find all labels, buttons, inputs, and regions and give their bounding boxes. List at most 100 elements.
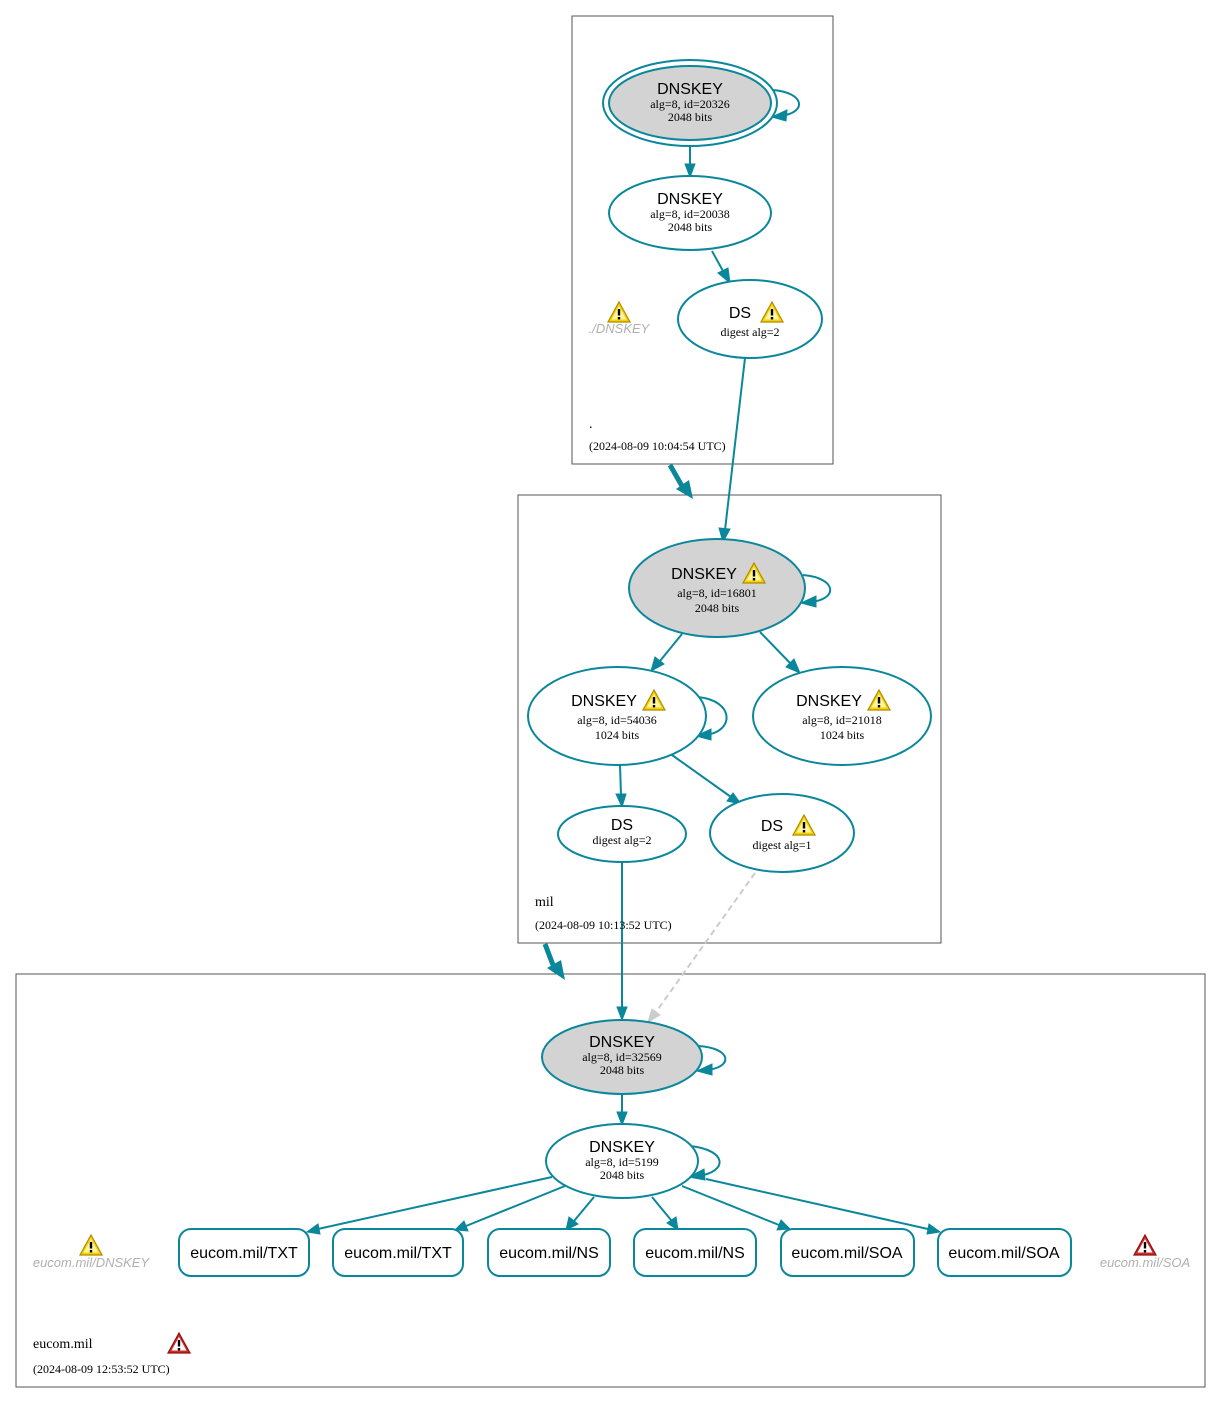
rrset-label: eucom.mil/TXT (344, 1245, 452, 1262)
node-title: DS (761, 818, 783, 835)
node-root-ksk[interactable]: DNSKEY alg=8, id=20326 2048 bits (602, 59, 778, 147)
rrset-eucom-soa-2[interactable]: eucom.mil/SOA (937, 1228, 1072, 1277)
node-line1: alg=8, id=32569 (582, 1050, 662, 1064)
arrowhead (926, 1223, 942, 1235)
rrset-eucom-soa-1[interactable]: eucom.mil/SOA (780, 1228, 915, 1277)
node-eucom-zsk[interactable]: DNSKEY alg=8, id=5199 2048 bits (545, 1123, 699, 1199)
node-line2: 2048 bits (600, 1168, 645, 1182)
node-mil-ds-alg1[interactable]: DS digest alg=1 (709, 793, 855, 873)
node-line1: alg=8, id=54036 (577, 713, 657, 727)
edge-eucom-zsk-self (689, 1145, 721, 1177)
arrowhead (799, 595, 817, 608)
rrset-shape (178, 1228, 310, 1277)
ghost-eucom-dnskey: eucom.mil/DNSKEY (33, 1255, 151, 1270)
node-mil-zsk-54036[interactable]: DNSKEY alg=8, id=54036 1024 bits (527, 666, 707, 766)
rrset-label: eucom.mil/NS (645, 1245, 745, 1262)
rrset-eucom-ns-2[interactable]: eucom.mil/NS (633, 1228, 757, 1277)
node-mil-zsk-21018[interactable]: DNSKEY alg=8, id=21018 1024 bits (752, 666, 932, 766)
arrowhead (650, 656, 665, 673)
edge-eucom-zsk-rr4 (651, 1196, 672, 1221)
edge-mil-zsk1-ds2 (619, 764, 622, 796)
node-shape (545, 1123, 699, 1199)
node-root-zsk[interactable]: DNSKEY alg=8, id=20038 2048 bits (608, 175, 772, 251)
node-line2: 2048 bits (600, 1063, 645, 1077)
rrset-eucom-ns-1[interactable]: eucom.mil/NS (487, 1228, 611, 1277)
node-line1: alg=8, id=21018 (802, 713, 882, 727)
arrowhead (717, 267, 731, 285)
node-shape (527, 666, 707, 766)
node-shape (709, 793, 855, 873)
node-line1: digest alg=2 (720, 325, 779, 339)
edge-mil-ds1-eucom-ksk (655, 872, 756, 1013)
rrset-label: eucom.mil/NS (499, 1245, 599, 1262)
arrowhead (776, 1219, 792, 1231)
warning-icon (79, 1234, 103, 1256)
arrowhead (616, 1006, 628, 1022)
arrowhead (616, 1111, 628, 1127)
node-line2: 2048 bits (668, 220, 713, 234)
node-line2: 1024 bits (820, 728, 865, 742)
zone-root-box (571, 15, 834, 465)
node-line1: alg=8, id=20038 (650, 207, 730, 221)
node-title: DNSKEY (671, 566, 737, 583)
zone-eucom-timestamp: (2024-08-09 12:53:52 UTC) (33, 1362, 170, 1376)
node-line2: 2048 bits (668, 110, 713, 124)
delegation-arrow-root-mil (667, 463, 693, 499)
edge-mil-ksk-self (802, 574, 832, 603)
rrset-shape (487, 1228, 611, 1277)
node-shape (557, 805, 687, 863)
rrset-shape (780, 1228, 915, 1277)
arrowhead (647, 1008, 661, 1024)
node-shape (608, 65, 772, 141)
node-line2: 2048 bits (695, 601, 740, 615)
arrowhead (785, 658, 801, 674)
node-shape (608, 175, 772, 251)
ghost-root-dnskey: ./DNSKEY (589, 321, 651, 336)
arrowhead (695, 1063, 713, 1076)
ghost-eucom-soa: eucom.mil/SOA (1100, 1255, 1190, 1270)
zone-eucom-name: eucom.mil (33, 1337, 93, 1352)
rrset-label: eucom.mil/SOA (948, 1245, 1059, 1262)
arrowhead (687, 1168, 706, 1181)
arrowhead (694, 728, 712, 741)
node-title: DS (729, 305, 751, 322)
zone-root-timestamp: (2024-08-09 10:04:54 UTC) (589, 439, 726, 453)
node-shape (752, 666, 932, 766)
rrset-eucom-txt-2[interactable]: eucom.mil/TXT (332, 1228, 464, 1277)
zone-mil-timestamp: (2024-08-09 10:13:52 UTC) (535, 918, 672, 932)
edge-eucom-zsk-rr2 (465, 1185, 566, 1227)
rrset-label: eucom.mil/SOA (791, 1245, 902, 1262)
node-title: DS (611, 817, 633, 834)
warning-icon (607, 301, 631, 323)
node-line1: alg=8, id=20326 (650, 97, 730, 111)
node-mil-ds-alg2[interactable]: DS digest alg=2 (557, 805, 687, 863)
node-root-ds[interactable]: DS digest alg=2 (677, 279, 823, 359)
arrowhead (666, 1216, 679, 1232)
node-shape (541, 1019, 703, 1095)
rrset-label: eucom.mil/TXT (190, 1245, 298, 1262)
node-shape (677, 279, 823, 359)
rrset-eucom-txt-1[interactable]: eucom.mil/TXT (178, 1228, 310, 1277)
zone-mil-name: mil (535, 895, 554, 910)
edge-eucom-zsk-rr1 (317, 1176, 553, 1230)
node-line1: alg=8, id=16801 (677, 586, 757, 600)
error-icon (1133, 1234, 1157, 1256)
arrowhead (615, 793, 627, 809)
node-title: DNSKEY (796, 693, 862, 710)
node-title: DNSKEY (657, 191, 723, 208)
edge-root-zsk-ds (711, 250, 724, 272)
arrowhead (565, 1216, 579, 1231)
node-line1: alg=8, id=5199 (585, 1155, 659, 1169)
node-line1: digest alg=1 (752, 838, 811, 852)
rrset-shape (937, 1228, 1072, 1277)
edge-mil-zsk1-ds1 (671, 754, 732, 798)
zone-root-name: . (589, 417, 593, 432)
zone-eucom-box (15, 973, 1206, 1388)
node-title: DNSKEY (657, 81, 723, 98)
node-mil-ksk[interactable]: DNSKEY alg=8, id=16801 2048 bits (628, 538, 806, 638)
edge-root-ds-mil-ksk (724, 357, 746, 531)
node-eucom-ksk[interactable]: DNSKEY alg=8, id=32569 2048 bits (541, 1019, 703, 1095)
rrset-shape (633, 1228, 757, 1277)
node-title: DNSKEY (571, 693, 637, 710)
edge-eucom-zsk-rr5 (681, 1185, 780, 1226)
